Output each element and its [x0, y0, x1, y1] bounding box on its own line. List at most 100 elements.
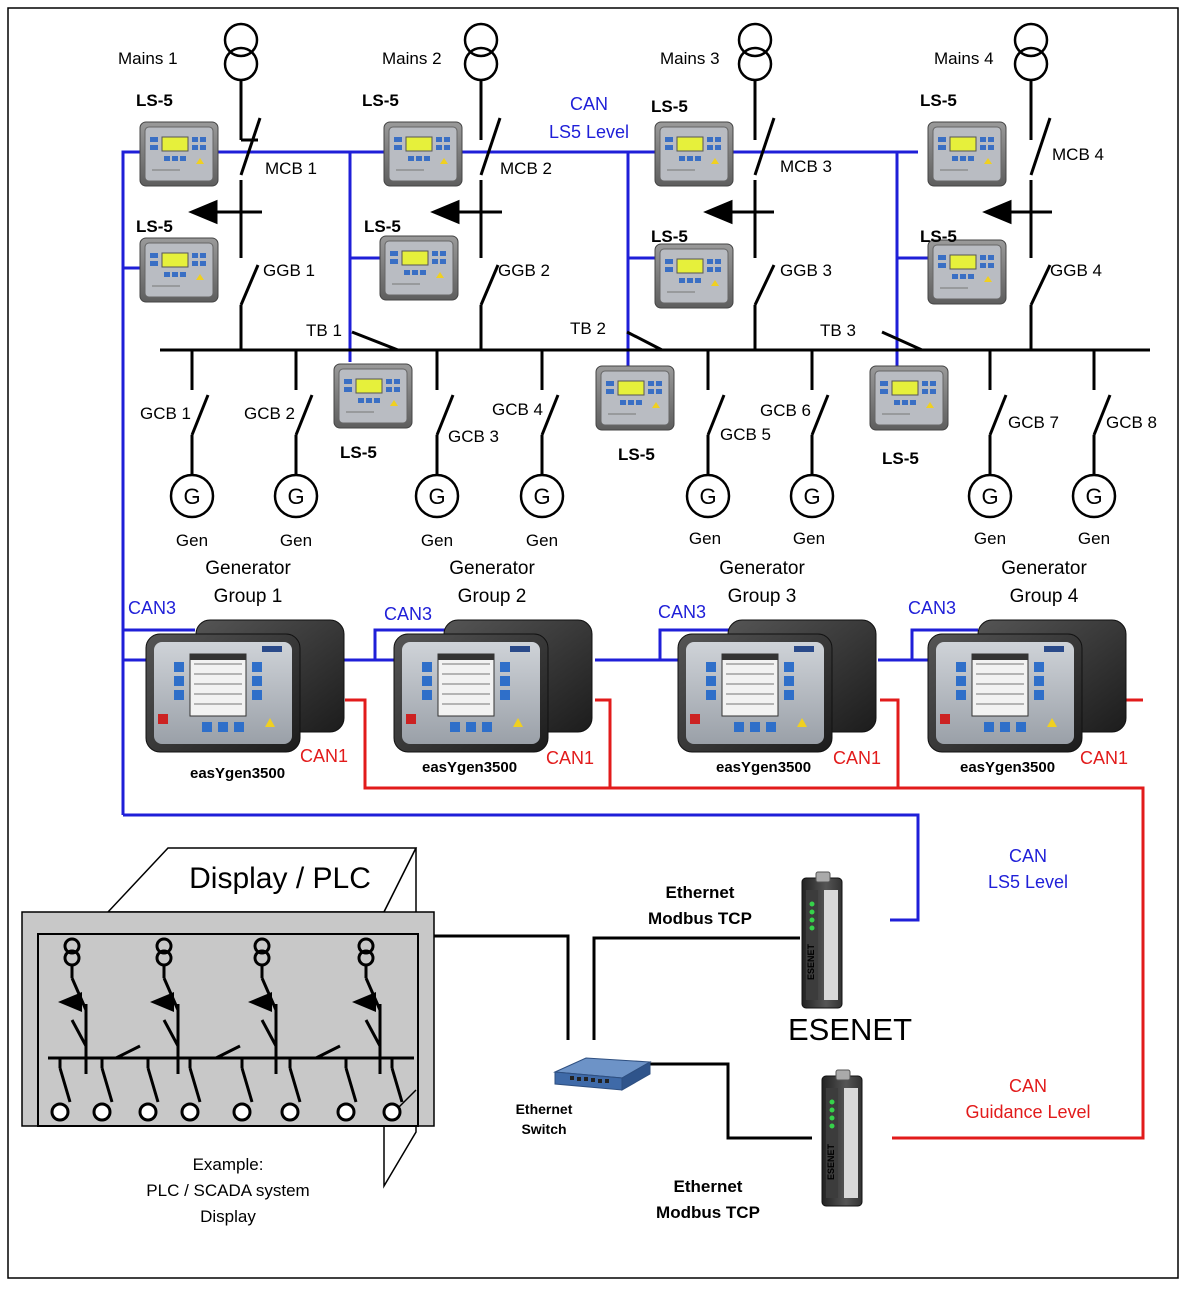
can-ls5-bus — [121, 150, 918, 815]
ethernet-wiring — [434, 934, 812, 1140]
mains-label-4: Mains 4 — [934, 49, 994, 68]
gcb-label-2: GCB 2 — [244, 404, 295, 423]
generator-icon-1 — [169, 473, 215, 519]
easygen-label-3: easYgen3500 — [716, 759, 811, 776]
can3-label-4: CAN3 — [908, 598, 956, 618]
group-title-4: Generator — [1001, 558, 1087, 579]
group-title-2: Generator — [449, 558, 535, 579]
ls5-device-tb3 — [869, 365, 949, 431]
can3-label-1: CAN3 — [128, 598, 176, 618]
can1-label-4: CAN1 — [1080, 748, 1128, 768]
gen-label: Gen — [974, 529, 1006, 548]
easygen-device-3 — [677, 619, 877, 753]
esenet-device-label: ESENET — [826, 1143, 836, 1180]
gen-symbol: G — [287, 484, 304, 509]
can-guidance-bus — [345, 698, 1145, 1140]
gen-symbol: G — [183, 484, 200, 509]
ls5-device-ggb3 — [654, 243, 734, 309]
ls5-device-mcb1 — [139, 121, 219, 187]
mains-label-1: Mains 1 — [118, 49, 178, 68]
generator-icon-6 — [789, 473, 835, 519]
mcb-label-4: MCB 4 — [1052, 145, 1104, 164]
can1-label-1: CAN1 — [300, 746, 348, 766]
ls5-label: LS-5 — [340, 443, 377, 462]
gcb-label-5: GCB 5 — [720, 425, 771, 444]
can1-label-3: CAN1 — [833, 748, 881, 768]
mcb-label-3: MCB 3 — [780, 157, 832, 176]
can3-label-3: CAN3 — [658, 602, 706, 622]
esenet-device-label-top: ESENET — [806, 943, 816, 980]
display-plc-title: Display / PLC — [189, 862, 371, 895]
gcb-label-8: GCB 8 — [1106, 413, 1157, 432]
easygen-device-2 — [393, 619, 593, 753]
ls5-device-mcb2 — [383, 121, 463, 187]
group-title-3: Generator — [719, 558, 805, 579]
easygen-device-1 — [145, 619, 345, 753]
ls5-device-mcb4 — [927, 121, 1007, 187]
gen-label: Gen — [689, 529, 721, 548]
ggb-label-3: GGB 3 — [780, 261, 832, 280]
ls5-label: LS-5 — [920, 227, 957, 246]
can-ls5-top-label: CAN — [570, 94, 608, 114]
can3-label-2: CAN3 — [384, 604, 432, 624]
generator-icon-8 — [1071, 473, 1117, 519]
example-line-3: Display — [200, 1207, 256, 1226]
generator-icon-5 — [685, 473, 731, 519]
generator-icon-2 — [273, 473, 319, 519]
ls5-device-ggb1 — [139, 237, 219, 303]
ls5-label: LS-5 — [920, 91, 957, 110]
can-ls5-top-sublabel: LS5 Level — [549, 122, 629, 142]
ls5-label: LS-5 — [651, 97, 688, 116]
gen-symbol: G — [699, 484, 716, 509]
ls5-label: LS-5 — [618, 445, 655, 464]
group-title-1: Generator — [205, 558, 291, 579]
gen-symbol: G — [1085, 484, 1102, 509]
easygen-label-1: easYgen3500 — [190, 765, 285, 782]
generator-icon-7 — [967, 473, 1013, 519]
ls5-device-mcb3 — [654, 121, 734, 187]
ls5-label: LS-5 — [882, 449, 919, 468]
mcb-label-2: MCB 2 — [500, 159, 552, 178]
mains-label-2: Mains 2 — [382, 49, 442, 68]
group-title-1-sub: Group 1 — [214, 586, 283, 607]
gen-label: Gen — [526, 531, 558, 550]
gen-symbol: G — [428, 484, 445, 509]
can-ls5-right-sublabel: LS5 Level — [988, 872, 1068, 892]
tb-label-3: TB 3 — [820, 321, 856, 340]
gen-label: Gen — [280, 531, 312, 550]
ls5-label: LS-5 — [136, 91, 173, 110]
ethernet-switch — [553, 1057, 652, 1091]
can-ls5-to-esenet — [123, 813, 920, 922]
ls5-label: LS-5 — [364, 217, 401, 236]
tb-label-1: TB 1 — [306, 321, 342, 340]
gcb-label-7: GCB 7 — [1008, 413, 1059, 432]
mcb-label-1: MCB 1 — [265, 159, 317, 178]
example-line-2: PLC / SCADA system — [146, 1181, 309, 1200]
gen-label: Gen — [793, 529, 825, 548]
esenet-device-top — [801, 871, 843, 1009]
text-labels: Mains 1 Mains 2 Mains 3 Mains 4 MCB 1 MC… — [118, 49, 1157, 1122]
plc-mimic-diagram — [48, 937, 414, 1122]
gen-label: Gen — [176, 531, 208, 550]
generator-icon-4 — [519, 473, 565, 519]
gcb-label-6: GCB 6 — [760, 401, 811, 420]
ggb-label-2: GGB 2 — [498, 261, 550, 280]
ls5-device-ggb4 — [927, 239, 1007, 305]
gcb-label-3: GCB 3 — [448, 427, 499, 446]
group-title-4-sub: Group 4 — [1010, 586, 1079, 607]
tb-label-2: TB 2 — [570, 319, 606, 338]
generator-icon-3 — [414, 473, 460, 519]
gen-label: Gen — [1078, 529, 1110, 548]
gcb-label-4: GCB 4 — [492, 400, 543, 419]
can-guidance-sublabel: Guidance Level — [965, 1102, 1090, 1122]
can-guidance-label: CAN — [1009, 1076, 1047, 1096]
ggb-label-4: GGB 4 — [1050, 261, 1102, 280]
ethernet-bottom-label: Ethernet — [674, 1177, 743, 1196]
switch-label: Ethernet — [516, 1101, 573, 1117]
easygen-label-4: easYgen3500 — [960, 759, 1055, 776]
ls5-label: LS-5 — [136, 217, 173, 236]
gen-label: Gen — [421, 531, 453, 550]
ls5-device-tb1 — [333, 363, 413, 429]
